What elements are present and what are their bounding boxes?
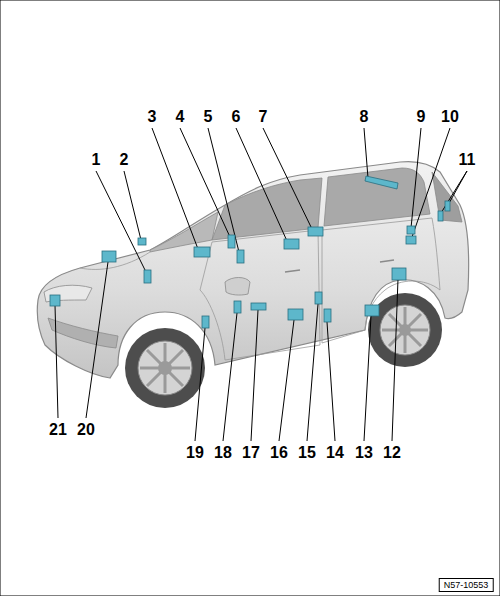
leader-line (86, 262, 108, 418)
component (365, 305, 379, 316)
component (202, 316, 209, 328)
rear-window (432, 172, 462, 222)
component (284, 239, 299, 249)
callout-number: 1 (92, 152, 101, 168)
component (194, 247, 210, 257)
leader-line (279, 320, 294, 441)
rim (380, 305, 430, 355)
leader-line (208, 128, 239, 252)
component (308, 227, 323, 236)
component (324, 309, 331, 322)
leader-line (411, 128, 421, 228)
leader-line (96, 171, 146, 272)
component (144, 270, 151, 283)
callout-number: 6 (232, 109, 241, 125)
rear-wheel (368, 293, 442, 367)
front-door-line (200, 230, 320, 360)
leader-line (412, 128, 450, 237)
component (102, 251, 116, 262)
callout-number: 18 (214, 445, 232, 461)
component (315, 292, 322, 304)
leader-line (364, 316, 371, 441)
callout-number: 14 (326, 445, 344, 461)
leader-line (263, 128, 312, 229)
leader-line (195, 328, 205, 441)
windshield (150, 212, 218, 252)
component (407, 226, 415, 234)
component (392, 268, 406, 280)
callout-number: 8 (360, 109, 369, 125)
callout-number: 3 (148, 109, 157, 125)
leader-line (55, 305, 58, 418)
callout-number: 19 (186, 445, 204, 461)
callout-number: 10 (441, 109, 459, 125)
figure-reference: N57-10553 (439, 578, 494, 592)
callout-number: 11 (459, 152, 476, 168)
leader-line (327, 322, 335, 441)
callout-number: 7 (259, 109, 268, 125)
leader-line (441, 171, 467, 213)
component (288, 309, 303, 320)
component (228, 235, 235, 248)
leader-line (223, 313, 237, 441)
door-handle (285, 270, 300, 272)
front-wheel (125, 328, 205, 408)
leader-line (236, 128, 287, 241)
leader-line (180, 128, 230, 237)
tyre (368, 293, 442, 367)
rim (138, 341, 192, 395)
callout-number: 13 (355, 445, 373, 461)
leader-line (251, 310, 258, 441)
component (237, 250, 244, 263)
leader-line (364, 128, 368, 178)
component (234, 301, 241, 313)
leader-line (307, 304, 318, 441)
component (251, 303, 266, 310)
component (445, 201, 450, 211)
component (138, 238, 146, 245)
components (50, 176, 450, 328)
callout-number: 4 (176, 109, 185, 125)
spokes (382, 307, 428, 353)
body-outline (37, 162, 468, 378)
callout-number: 20 (77, 422, 95, 438)
leader-line (392, 279, 398, 441)
component (406, 236, 416, 244)
component (438, 211, 443, 221)
leader-line (152, 128, 198, 249)
callout-number: 2 (120, 152, 129, 168)
hood-line (80, 252, 150, 269)
callout-number: 16 (270, 445, 288, 461)
door-handle (380, 260, 394, 262)
callout-number: 9 (417, 109, 426, 125)
callout-number: 21 (49, 422, 67, 438)
component (50, 295, 60, 306)
door-mirror (225, 278, 250, 296)
callout-number: 5 (204, 109, 213, 125)
spokes (140, 343, 190, 393)
leader-lines (55, 128, 467, 441)
callout-number: 17 (242, 445, 260, 461)
callout-number: 15 (298, 445, 316, 461)
leader-line (124, 171, 141, 240)
callout-number: 12 (383, 445, 401, 461)
tyre (125, 328, 205, 408)
component (365, 176, 398, 189)
front-grille (48, 318, 118, 348)
car-body (37, 162, 468, 378)
